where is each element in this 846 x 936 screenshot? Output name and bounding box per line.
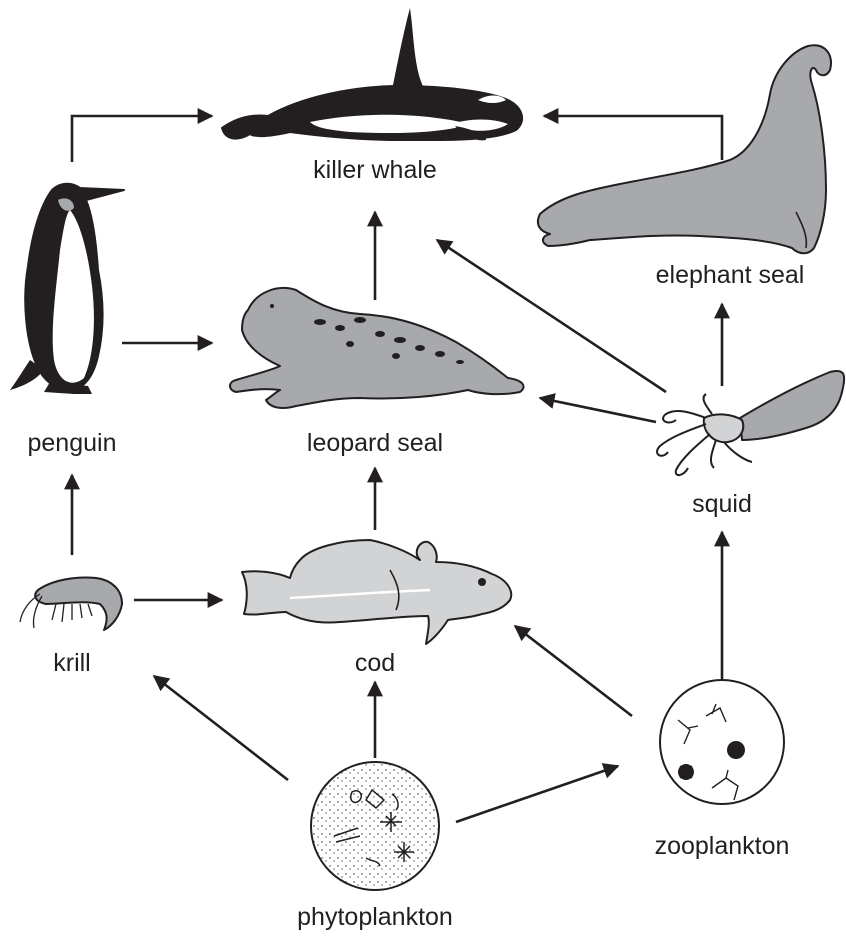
zooplankton-label: zooplankton (655, 832, 790, 860)
zooplankton-illustration (660, 680, 784, 804)
cod-label: cod (355, 649, 395, 677)
arrow-squid-to-leopard-seal (540, 398, 656, 422)
penguin-illustration (10, 184, 124, 394)
killer-whale-label: killer whale (313, 156, 437, 184)
killer-whale-illustration (222, 8, 522, 140)
elephant-seal-illustration (538, 45, 831, 253)
arrow-elephant-seal-to-killer-whale (544, 116, 722, 160)
arrow-penguin-to-killer-whale (72, 116, 212, 162)
arrow-zooplankton-to-cod (515, 626, 632, 716)
krill-illustration (20, 578, 122, 631)
leopard-seal-label: leopard seal (307, 429, 443, 457)
penguin-label: penguin (28, 429, 117, 457)
arrow-phytoplankton-to-zooplankton (456, 766, 618, 822)
squid-label: squid (692, 490, 752, 518)
krill-label: krill (53, 649, 91, 677)
elephant-seal-label: elephant seal (656, 261, 805, 289)
leopard-seal-illustration (230, 288, 524, 408)
squid-illustration (657, 371, 844, 475)
phytoplankton-illustration (311, 762, 439, 890)
arrow-phytoplankton-to-krill (154, 676, 288, 780)
cod-illustration (242, 540, 511, 644)
phytoplankton-label: phytoplankton (297, 903, 453, 931)
